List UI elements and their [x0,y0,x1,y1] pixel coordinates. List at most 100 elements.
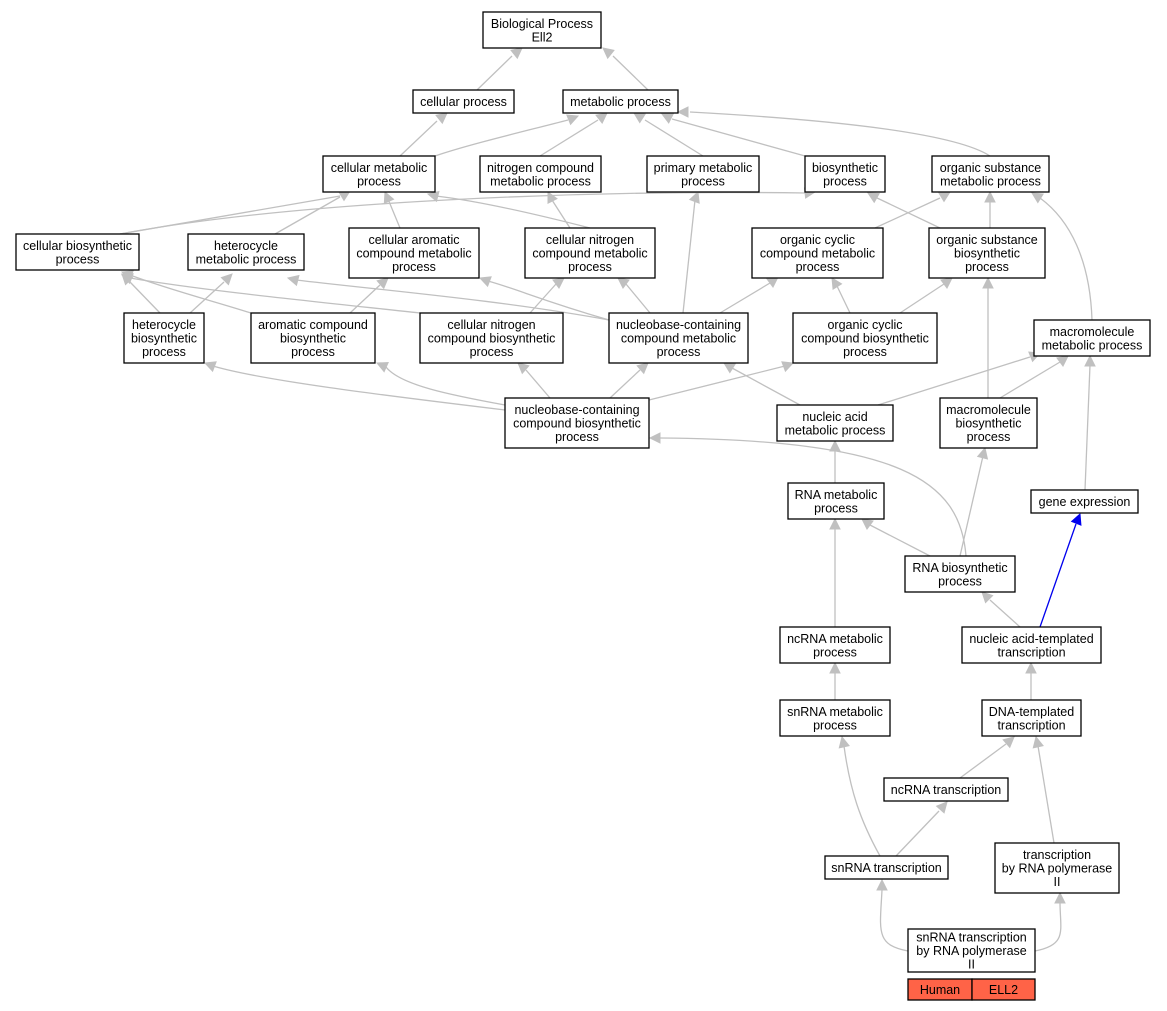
arrow-head-icon [510,47,523,60]
graph-edge [1025,661,1037,700]
node-label-line: process [796,260,840,274]
graph-edge [648,361,795,401]
arrow-head-icon [602,47,615,60]
go-term-node[interactable]: ncRNA transcription [883,777,1009,802]
edge-line [1084,364,1091,491]
arrow-head-icon [723,362,736,374]
graph-edge [478,276,610,321]
graph-edge [547,191,571,229]
arrow-head-icon [861,518,874,530]
go-term-node[interactable]: snRNA transcription [824,855,949,880]
edge-line [843,745,881,857]
graph-edge [829,517,841,627]
node-box [981,699,1082,737]
go-term-node[interactable]: gene expression [1030,489,1139,514]
arrow-head-icon [831,277,843,290]
node-label-line: process [657,345,701,359]
edge-line [349,284,381,314]
node-label-line: biosynthetic [280,332,346,346]
node-label-line: cellular nitrogen [447,318,535,332]
node-box [792,312,938,364]
node-label-line: II [968,958,975,972]
node-box [412,89,515,114]
node-label-line: RNA biosynthetic [912,561,1007,575]
node-label-line: cellular metabolic [331,161,428,175]
arrow-head-icon [1084,354,1096,367]
edge-line [999,361,1061,399]
arrow-head-icon [984,190,996,203]
graph-edge [1039,512,1082,628]
node-box [419,312,564,364]
graph-edge [434,114,580,157]
node-box [1030,489,1139,514]
node-label-line: organic substance [940,161,1042,175]
node-label-line: process [568,260,612,274]
node-label-line: metabolic process [940,174,1041,188]
node-label-line: organic substance [936,233,1038,247]
arrow-head-icon [1031,192,1044,204]
node-box [504,397,650,449]
node-box [751,227,884,279]
go-term-node[interactable]: metabolic process [562,89,679,114]
edge-line [525,369,551,399]
node-label-line: process [967,430,1011,444]
graph-edge [895,801,948,857]
graph-edge [517,362,551,399]
graph-edge [874,191,951,229]
node-box [250,312,376,364]
edge-line [874,196,941,229]
node-label-line: process [291,345,335,359]
graph-edge [838,735,881,857]
node-label-line: metabolic process [785,423,886,437]
graph-edge [399,112,448,157]
node-label-line: cellular biosynthetic [23,239,132,253]
node-label-line: snRNA metabolic [787,705,883,719]
edge-line [476,55,513,91]
edge-line [539,119,599,157]
node-label-line: compound metabolic [532,247,647,261]
arrow-head-icon [203,361,217,373]
node-box [562,89,679,114]
edge-line [869,524,931,557]
arrow-head-icon [566,114,580,126]
node-label-line: cellular process [420,95,507,109]
graph-edge [682,190,700,314]
go-term-node[interactable]: cellular process [412,89,515,114]
node-box [1033,319,1151,357]
graph-edge [676,106,991,157]
edge-line [895,810,940,857]
arrow-head-icon [661,113,674,124]
edge-line [648,365,786,401]
